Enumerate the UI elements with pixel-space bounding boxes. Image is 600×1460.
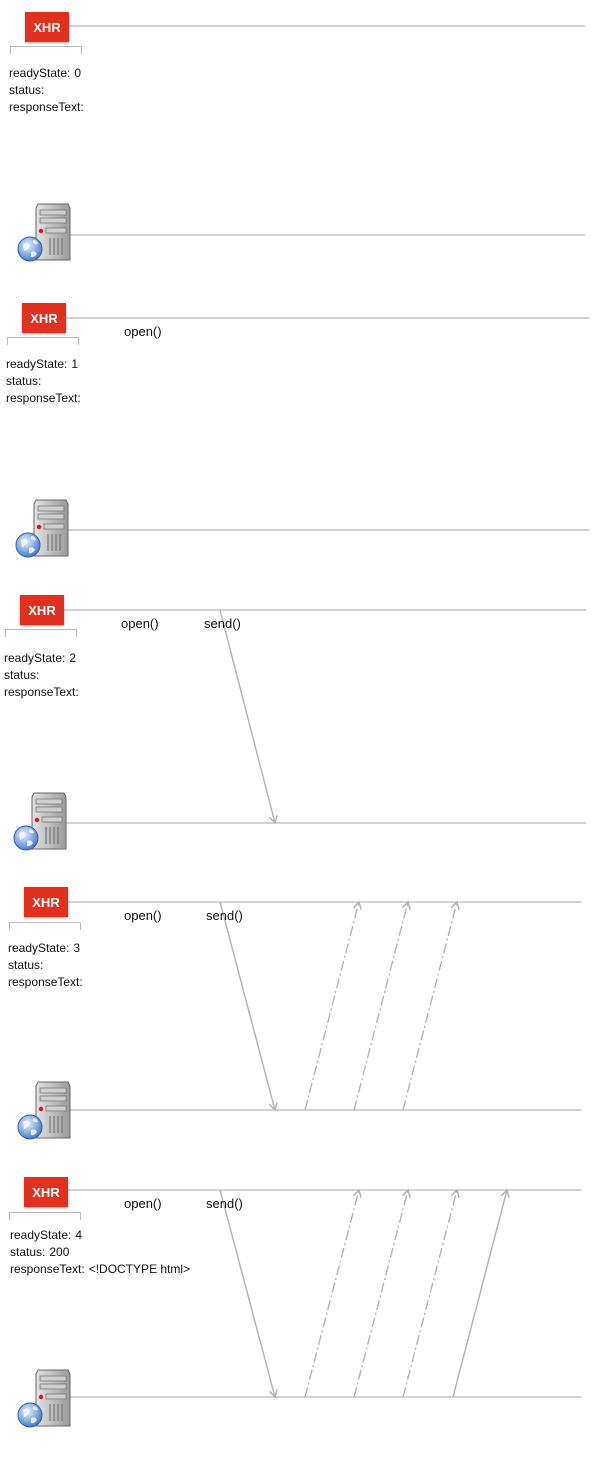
status-value: 200 (49, 1245, 70, 1259)
timeline-canvas (68, 25, 585, 236)
response-text-row: responseText: (8, 974, 87, 991)
server-with-globe-icon (16, 200, 72, 264)
state-bracket (9, 1212, 81, 1220)
ready-state-value: 1 (71, 357, 79, 371)
xhr-badge: XHR (24, 1177, 68, 1207)
ready-state-row: readyState:0 (9, 65, 88, 82)
timeline-canvas (68, 900, 582, 1112)
status-row: status: (6, 373, 85, 390)
response-chunk-arrow (353, 1188, 411, 1398)
timeline-canvas (64, 609, 586, 825)
response-text-label: responseText: (6, 391, 81, 405)
status-label: status: (10, 1245, 46, 1259)
ready-state-row: readyState:3 (8, 940, 87, 957)
xhr-badge: XHR (25, 12, 69, 42)
status-label: status: (4, 668, 40, 682)
status-row: status: (9, 82, 88, 99)
response-text-row: responseText: (9, 99, 88, 116)
xhr-badge: XHR (20, 595, 64, 625)
response-text-row: responseText: (6, 390, 85, 407)
status-row: status:200 (10, 1244, 190, 1261)
ready-state-label: readyState: (6, 357, 68, 371)
xhr-badge: XHR (22, 303, 66, 333)
response-chunk-arrow (402, 900, 460, 1111)
server-with-globe-icon (16, 1366, 72, 1430)
request-arrow (219, 901, 278, 1112)
state-bracket (10, 46, 82, 54)
response-chunk-arrow (304, 900, 362, 1111)
request-arrow (219, 1189, 278, 1399)
request-arrow (219, 609, 278, 825)
response-complete-arrow (452, 1188, 510, 1398)
ready-state-label: readyState: (8, 941, 70, 955)
response-chunk-arrow (304, 1188, 362, 1398)
timeline-canvas (66, 317, 590, 531)
status-label: status: (6, 374, 42, 388)
response-text-label: responseText: (4, 685, 79, 699)
open-call-label: open() (121, 616, 159, 631)
server-with-globe-icon (14, 496, 70, 560)
ready-state-value: 3 (73, 941, 81, 955)
send-call-label: send() (206, 908, 243, 923)
status-label: status: (8, 958, 44, 972)
server-with-globe-icon (12, 789, 68, 853)
response-text-row: responseText:<!DOCTYPE html> (10, 1261, 190, 1278)
send-call-label: send() (204, 616, 241, 631)
open-call-label: open() (124, 1196, 162, 1211)
open-call-label: open() (124, 324, 162, 339)
open-call-label: open() (124, 908, 162, 923)
status-label: status: (9, 83, 45, 97)
ready-state-value: 4 (75, 1228, 83, 1242)
response-chunk-arrow (402, 1188, 460, 1398)
send-call-label: send() (206, 1196, 243, 1211)
status-row: status: (8, 957, 87, 974)
response-text-row: responseText: (4, 684, 83, 701)
ready-state-row: readyState:1 (6, 356, 85, 373)
ready-state-value: 0 (74, 66, 82, 80)
ready-state-row: readyState:2 (4, 650, 83, 667)
state-bracket (9, 922, 81, 930)
response-text-value: <!DOCTYPE html> (88, 1262, 191, 1276)
ready-state-label: readyState: (10, 1228, 72, 1242)
state-bracket (7, 337, 79, 345)
ready-state-value: 2 (69, 651, 77, 665)
ready-state-label: readyState: (9, 66, 71, 80)
xhr-badge: XHR (24, 887, 68, 917)
timeline-canvas (68, 1188, 582, 1399)
response-text-label: responseText: (10, 1262, 85, 1276)
response-text-label: responseText: (9, 100, 84, 114)
server-with-globe-icon (16, 1078, 72, 1142)
ready-state-row: readyState:4 (10, 1227, 190, 1244)
response-text-label: responseText: (8, 975, 83, 989)
state-bracket (5, 629, 77, 637)
response-chunk-arrow (353, 900, 411, 1111)
status-row: status: (4, 667, 83, 684)
ready-state-label: readyState: (4, 651, 66, 665)
